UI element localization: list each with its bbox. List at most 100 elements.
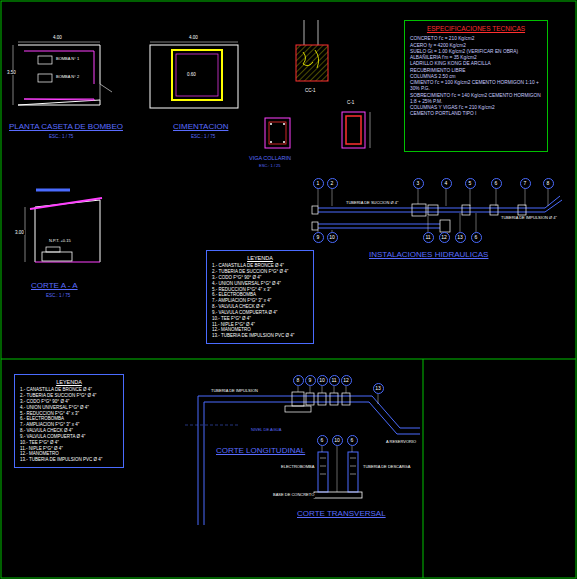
longitudinal-section bbox=[285, 406, 311, 412]
callout-circle: 12 bbox=[341, 375, 352, 386]
callout-circle: 11 bbox=[329, 375, 340, 386]
floor-plan bbox=[24, 51, 94, 100]
box-line: 9.- VALVULA COMPUERTA Ø 4" bbox=[20, 434, 118, 440]
column-detail bbox=[303, 50, 319, 68]
drawing-label: 3.50 bbox=[6, 70, 17, 75]
beam-section bbox=[283, 141, 285, 143]
drawing-title: CORTE LONGITUDINAL bbox=[215, 446, 306, 455]
callout-circle: 12 bbox=[439, 232, 450, 243]
floor-plan bbox=[13, 42, 112, 105]
box-line: 5.- REDUCCION F°G° 4" x 3" bbox=[212, 287, 308, 293]
drawing-label: BASE DE CONCRETO bbox=[272, 493, 315, 498]
box-line: ALBAÑILERIA f'm = 35 Kg/cm2 bbox=[410, 55, 542, 61]
callout-number: 12 bbox=[343, 378, 349, 383]
box-line: SOBRECIMIENTO f'c = 140 Kg/cm2 CEMENTO H… bbox=[410, 93, 542, 105]
hydraulic-plan bbox=[412, 204, 426, 216]
beam-section bbox=[270, 141, 272, 143]
drawing-label: 4.00 bbox=[188, 35, 199, 40]
section-a-a bbox=[25, 190, 102, 262]
box-line: SUELO Gt = 1.00 Kg/cm2 (VERIFICAR EN OBR… bbox=[410, 49, 542, 55]
column-section bbox=[370, 112, 371, 148]
legend-box: LEYENDA1.- CANASTILLA DE BRONCE Ø 4"2.- … bbox=[14, 374, 124, 468]
callout-circle: 10 bbox=[317, 375, 328, 386]
box-line: CEMENTO PORTLAND TIPO I bbox=[410, 111, 542, 117]
callout-circle: 1 bbox=[313, 178, 324, 189]
callout-circle: 8 bbox=[543, 178, 554, 189]
column-detail bbox=[296, 45, 328, 81]
hydraulic-plan bbox=[440, 220, 450, 232]
specifications-box: ESPECIFICACIONES TECNICASCONCRETO f'c = … bbox=[404, 20, 548, 152]
callout-number: 4 bbox=[445, 181, 448, 186]
callout-circle: 13 bbox=[455, 232, 466, 243]
column-section bbox=[346, 116, 361, 144]
hydraulic-plan bbox=[318, 213, 476, 232]
callout-number: 3 bbox=[417, 181, 420, 186]
box-line: 6.- ELECTROBOMBA bbox=[212, 292, 308, 298]
box-line: LADRILLO KING KONG DE ARCILLA bbox=[410, 61, 542, 67]
drawing-label: A RESERVORIO bbox=[385, 440, 417, 445]
drawing-label: 0.60 bbox=[186, 72, 197, 77]
drawing-title: INSTALACIONES HIDRAULICAS bbox=[368, 250, 489, 259]
drawing-label: TUBERIA DE SUCCION Ø 4" bbox=[345, 201, 399, 206]
legend-box: LEYENDA1.- CANASTILLA DE BRONCE Ø 4"2.- … bbox=[206, 250, 314, 344]
floor-plan bbox=[18, 42, 100, 43]
longitudinal-section bbox=[318, 393, 326, 405]
beam-section bbox=[265, 118, 290, 148]
callout-number: 8 bbox=[547, 181, 550, 186]
column-detail bbox=[318, 20, 319, 45]
column-detail bbox=[296, 20, 328, 81]
box-line: 8.- VALVULA CHECK Ø 4" bbox=[20, 428, 118, 434]
drawing-label: VIGA COLLARIN bbox=[248, 155, 292, 161]
floor-plan bbox=[38, 74, 52, 82]
box-line: 9.- VALVULA COMPUERTA Ø 4" bbox=[212, 310, 308, 316]
column-detail bbox=[304, 20, 305, 45]
box-line: 12.- MANOMETRO bbox=[20, 451, 118, 457]
box-line: 11.- NIPLE F°G° Ø 4" bbox=[20, 446, 118, 452]
callout-circle: 6 bbox=[347, 435, 358, 446]
section-a-a bbox=[35, 200, 100, 262]
callout-circle: 11 bbox=[423, 232, 434, 243]
callout-number: 11 bbox=[425, 235, 430, 240]
drawing-title: CORTE TRANSVERSAL bbox=[296, 509, 387, 518]
drawing-title: PLANTA CASETA DE BOMBEO bbox=[8, 122, 124, 131]
longitudinal-section bbox=[342, 393, 350, 405]
transverse-section bbox=[314, 446, 362, 498]
longitudinal-section bbox=[298, 386, 378, 404]
box-line: CIMIENTO f'c = 100 Kg/cm2 CEMENTO HORMIG… bbox=[410, 80, 542, 92]
box-line: 2.- TUBERIA DE SUCCION F°G° Ø 4" bbox=[20, 393, 118, 399]
hydraulic-plan bbox=[312, 188, 562, 232]
box-line: 5.- REDUCCION F°G° 4" x 3" bbox=[20, 411, 118, 417]
longitudinal-section bbox=[204, 402, 420, 525]
hydraulic-plan bbox=[490, 205, 498, 215]
callout-number: 6 bbox=[321, 438, 324, 443]
box-line: 11.- NIPLE F°G° Ø 4" bbox=[212, 322, 308, 328]
box-line: 6.- ELECTROBOMBA bbox=[20, 416, 118, 422]
callout-number: 1 bbox=[317, 181, 320, 186]
beam-section bbox=[283, 123, 285, 125]
longitudinal-section bbox=[292, 392, 304, 406]
drawing-label: 3.00 bbox=[14, 230, 25, 235]
box-line: 4.- UNION UNIVERSAL F°G° Ø 4" bbox=[20, 405, 118, 411]
section-a-a bbox=[30, 198, 102, 209]
box-line: 2.- TUBERIA DE SUCCION F°G° Ø 4" bbox=[212, 269, 308, 275]
box-line: 4.- UNION UNIVERSAL F°G° Ø 4" bbox=[212, 281, 308, 287]
callout-number: 2 bbox=[331, 181, 334, 186]
drawing-label: NIVEL DE AGUA bbox=[250, 428, 282, 433]
drawing-title: CORTE A - A bbox=[30, 281, 79, 290]
callout-circle: 9 bbox=[313, 232, 324, 243]
box-line: 10.- TEE F°G° Ø 4" bbox=[20, 440, 118, 446]
box-heading: LEYENDA bbox=[212, 255, 308, 262]
hydraulic-plan bbox=[545, 196, 562, 212]
callout-number: 5 bbox=[469, 181, 472, 186]
box-line: ACERO fy = 4200 Kg/cm2 bbox=[410, 43, 542, 49]
foundation-plan bbox=[176, 54, 218, 96]
callout-number: 7 bbox=[524, 181, 527, 186]
drawing-label: ESC.: 1 / 25 bbox=[258, 164, 282, 169]
callout-circle: 6 bbox=[491, 178, 502, 189]
callout-circle: 10 bbox=[327, 232, 338, 243]
callout-number: 9 bbox=[309, 378, 312, 383]
section-a-a bbox=[36, 189, 70, 192]
box-line: CONCRETO f'c = 210 Kg/cm2 bbox=[410, 36, 542, 42]
drawing-title: CIMENTACION bbox=[172, 122, 229, 131]
